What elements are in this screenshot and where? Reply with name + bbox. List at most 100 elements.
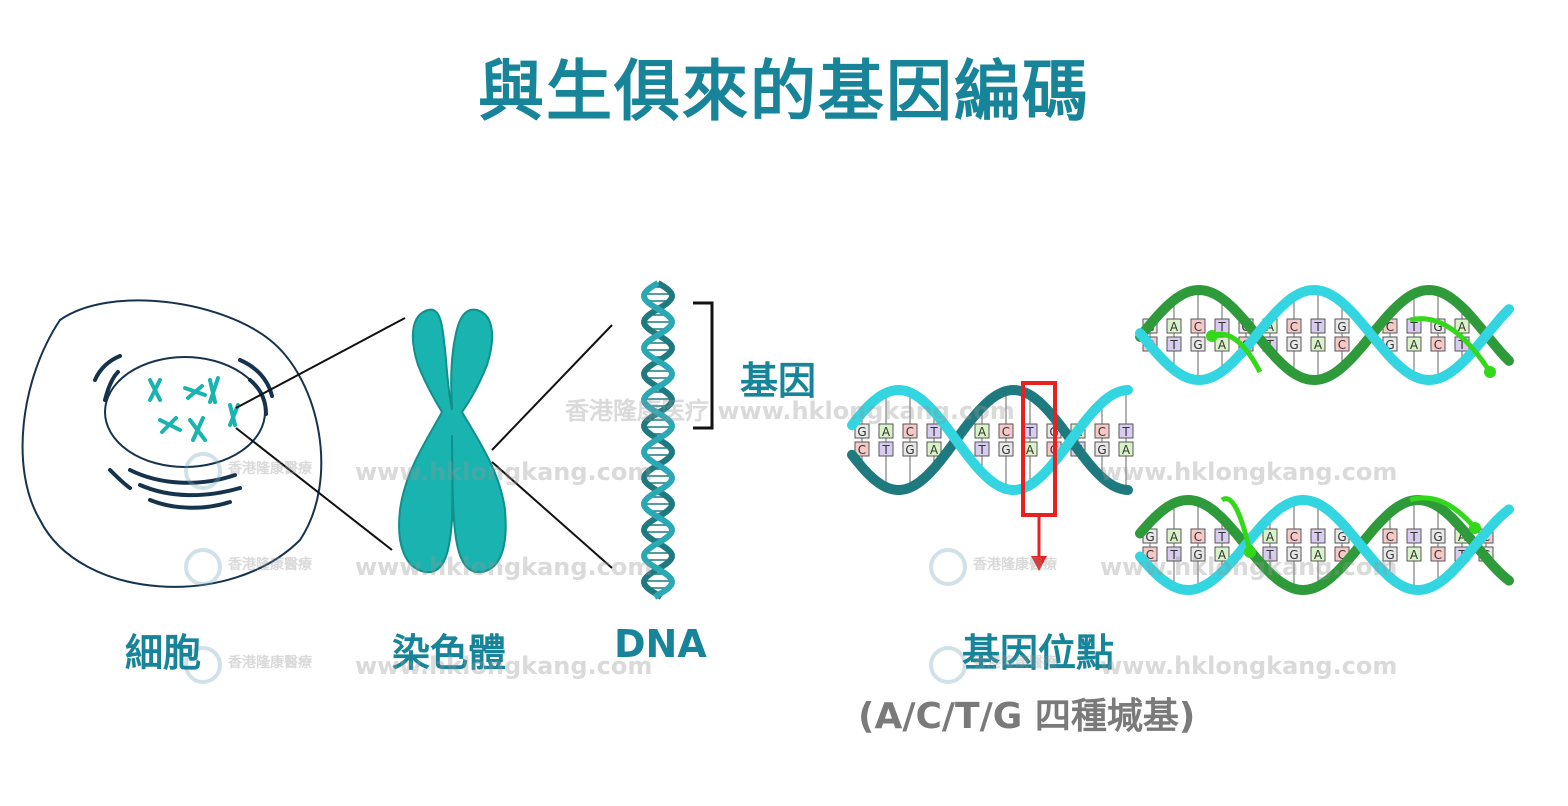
base-letter: T (1169, 548, 1178, 562)
watermark-url-5: www.hklongkang.com (1100, 553, 1398, 581)
base-letter: A (1218, 548, 1227, 562)
base-letter: C (1386, 320, 1394, 334)
base-letter: T (1265, 548, 1274, 562)
replication-arrow-head (1469, 522, 1481, 534)
main-helix-strand-a (847, 384, 1133, 495)
base-letter: C (1338, 548, 1346, 562)
base-tile (1166, 546, 1182, 562)
base-tile (1190, 336, 1206, 352)
base-tile (998, 441, 1014, 457)
base-letter: T (1313, 320, 1322, 334)
base-tile (1286, 336, 1302, 352)
base-tile (1190, 546, 1206, 562)
label-cell: 細胞 (125, 631, 202, 675)
watermark-logos (184, 452, 967, 684)
base-tile (998, 423, 1014, 439)
base-tile (1430, 546, 1446, 562)
base-letter: A (1266, 320, 1275, 334)
watermark-center: 香港隆康医疗 www.hklongkang.com (565, 397, 1015, 425)
base-letter: T (1121, 425, 1130, 439)
base-letter: C (906, 425, 914, 439)
base-letter: C (1386, 530, 1394, 544)
cell-illustration (21, 299, 323, 588)
base-letter: G (1289, 338, 1298, 352)
base-tile (1406, 528, 1422, 544)
base-tile (1310, 336, 1326, 352)
base-letter: T (1217, 530, 1226, 544)
base-tile (1094, 441, 1110, 457)
base-letter: C (1002, 425, 1010, 439)
label-bases: (A/C/T/G 四種堿基) (858, 696, 1196, 737)
base-letter: C (858, 443, 866, 457)
base-letter: A (1410, 548, 1419, 562)
base-tile (854, 441, 870, 457)
base-letter: G (1289, 548, 1298, 562)
label-dna: DNA (614, 622, 707, 666)
base-tile (1334, 318, 1350, 334)
base-letter: A (1314, 338, 1323, 352)
base-letter: G (857, 425, 866, 439)
replication-arrow (1220, 496, 1253, 553)
watermark-url-4: www.hklongkang.com (1100, 458, 1398, 486)
base-tile (1166, 318, 1182, 334)
base-letter: A (1218, 338, 1227, 352)
dna-strand (641, 280, 675, 600)
base-letter: T (1313, 530, 1322, 544)
base-letter: C (1290, 530, 1298, 544)
watermark-logo-text-5: 香港隆康醫療 (973, 655, 1057, 671)
dna-replication-illustration: GCATCGTAATCGTAGCATCGTAGCATCGTAGCATCGTAGC… (847, 284, 1514, 596)
lower-helix-strand-a (1135, 494, 1514, 596)
base-letter: A (1266, 530, 1275, 544)
base-letter: A (1458, 530, 1467, 544)
page-title: 與生俱來的基因編碼 (478, 53, 1090, 130)
dna-helix (641, 280, 675, 600)
watermark-url-2: www.hklongkang.com (355, 553, 653, 581)
base-letter: A (882, 425, 891, 439)
base-letter: T (1025, 425, 1034, 439)
watermark-url-3: www.hklongkang.com (355, 652, 653, 680)
watermark-logo-text-4: 香港隆康醫療 (973, 557, 1057, 573)
base-letter: G (1385, 338, 1394, 352)
base-letter: G (1193, 548, 1202, 562)
base-tile (1166, 336, 1182, 352)
base-tile (878, 423, 894, 439)
base-letter: A (1314, 548, 1323, 562)
base-tile (1166, 528, 1182, 544)
base-letter: T (929, 425, 938, 439)
base-tile (1310, 528, 1326, 544)
base-tile (1310, 318, 1326, 334)
label-locus: 基因位點 (962, 631, 1115, 675)
base-tile (1406, 336, 1422, 352)
replication-arrow-head (1244, 546, 1256, 558)
lower-helix-strand-b (1135, 494, 1514, 596)
base-tile (1214, 528, 1230, 544)
base-tile (1214, 336, 1230, 352)
base-letter: C (1290, 320, 1298, 334)
watermark-url-6: www.hklongkang.com (1100, 652, 1398, 680)
base-tile (926, 423, 942, 439)
label-gene: 基因 (740, 359, 817, 403)
replication-arrow (1409, 316, 1493, 374)
base-letter: A (1170, 530, 1179, 544)
base-letter: A (1170, 320, 1179, 334)
watermark-url-1: www.hklongkang.com (355, 458, 653, 486)
base-tile (1454, 318, 1470, 334)
base-letter: G (1433, 530, 1442, 544)
base-letter: C (1098, 425, 1106, 439)
replication-arrow-head (1206, 330, 1218, 342)
base-tile (1190, 528, 1206, 544)
base-letter: A (930, 443, 939, 457)
label-chromosome: 染色體 (392, 631, 507, 675)
base-letter: G (1385, 548, 1394, 562)
base-tile (1286, 528, 1302, 544)
watermark-logo-text-2: 香港隆康醫療 (228, 557, 312, 573)
base-tile (1430, 336, 1446, 352)
base-letter: T (881, 443, 890, 457)
base-letter: T (977, 443, 986, 457)
base-letter: G (1001, 443, 1010, 457)
base-letter: T (1169, 338, 1178, 352)
base-tile (1262, 528, 1278, 544)
base-letter: G (1193, 338, 1202, 352)
base-tile (1430, 528, 1446, 544)
